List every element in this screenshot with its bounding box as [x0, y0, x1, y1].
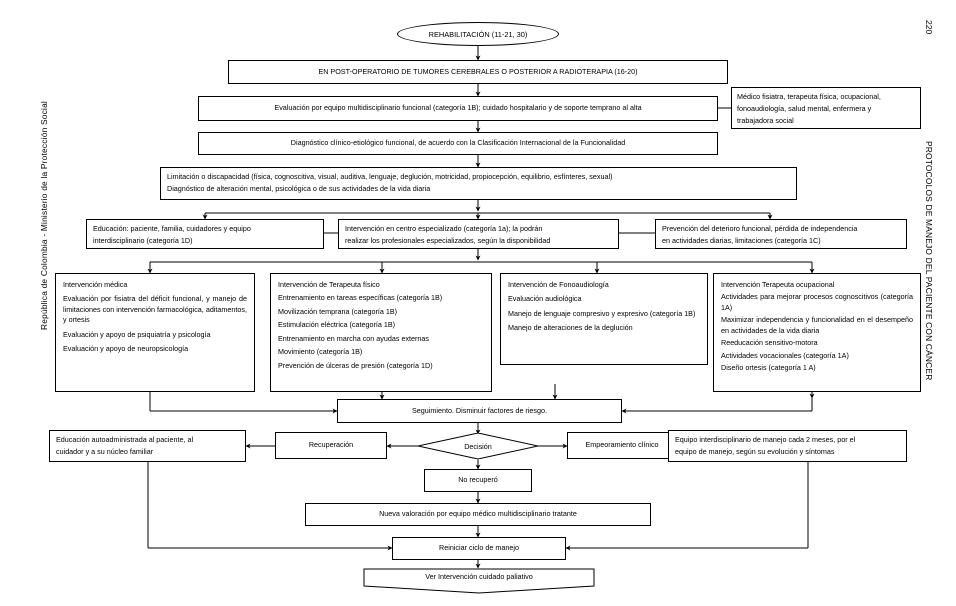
node-intervencion-medica-item-2: Evaluación y apoyo de neuropsicología: [63, 344, 189, 354]
node-limitacion[interactable]: Limitación o discapacidad (física, cogno…: [160, 167, 797, 200]
node-empeoramiento-clinico[interactable]: Empeoramiento clínico: [567, 432, 677, 459]
node-equipo-nota-line3: trabajadora social: [737, 115, 794, 125]
node-intervencion-fonoaudiologia[interactable]: Intervención de Fonoaudiología Evaluació…: [500, 273, 708, 365]
node-intervencion-medica-title: Intervención médica: [63, 280, 128, 289]
node-seguimiento[interactable]: Seguimiento. Disminuir factores de riesg…: [337, 399, 622, 423]
node-seguimiento-label: Seguimiento. Disminuir factores de riesg…: [411, 405, 548, 415]
node-equipo-interdisciplinario-line1: Equipo interdisciplinario de manejo cada…: [675, 435, 856, 444]
node-educacion-equipo-line2: interdisciplinario (categoría 1D): [93, 235, 193, 245]
node-intervencion-fonoaudiologia-title: Intervención de Fonoaudiología: [508, 280, 609, 289]
node-intervencion-terapeuta-fisico-item-5: Prevención de úlceras de presión (catego…: [278, 360, 433, 370]
node-intervencion-terapeuta-fisico-item-1: Movilización temprana (categoría 1B): [278, 306, 398, 316]
node-evaluacion-equipo-label: Evaluación por equipo multidisciplinario…: [274, 103, 642, 113]
node-intervencion-terapeuta-ocupacional[interactable]: Intervención Terapeuta ocupacional Activ…: [713, 273, 921, 392]
node-nueva-valoracion[interactable]: Nueva valoración por equipo médico multi…: [305, 503, 651, 526]
node-recuperacion-label: Recuperación: [308, 440, 354, 450]
node-intervencion-medica-item-0: Evaluación por fisiatra del déficit func…: [63, 294, 247, 325]
decision-diamond-shape: [417, 432, 539, 460]
node-centro-especializado-line1: Intervención en centro especializado (ca…: [345, 224, 543, 233]
node-intervencion-terapeuta-fisico-item-4: Movimiento (categoría 1B): [278, 347, 363, 357]
cuidado-paliativo-shape: [363, 568, 595, 594]
node-decision[interactable]: Decisión: [417, 432, 539, 460]
node-no-recupero[interactable]: No recuperó: [424, 469, 532, 492]
node-empeoramiento-clinico-label: Empeoramiento clínico: [585, 440, 659, 450]
node-educacion-autoadministrada[interactable]: Educación autoadministrada al paciente, …: [49, 430, 246, 462]
node-postoperatorio[interactable]: EN POST-OPERATORIO DE TUMORES CEREBRALES…: [228, 60, 728, 84]
node-limitacion-line2: Diagnóstico de alteración mental, psicol…: [167, 183, 431, 193]
node-educacion-equipo-line1: Educación: paciente, familia, cuidadores…: [93, 224, 251, 233]
node-educacion-equipo[interactable]: Educación: paciente, familia, cuidadores…: [86, 219, 324, 249]
node-intervencion-terapeuta-fisico-item-3: Entrenamiento en marcha con ayudas exter…: [278, 333, 430, 343]
node-intervencion-terapeuta-fisico[interactable]: Intervención de Terapeuta físico Entrena…: [270, 273, 492, 392]
node-diagnostico[interactable]: Diagnóstico clínico-etiológico funcional…: [198, 132, 718, 155]
node-intervencion-terapeuta-fisico-item-0: Entrenamiento en tareas específicas (cat…: [278, 293, 443, 303]
node-intervencion-terapeuta-ocupacional-item-1: Maximizar independencia y funcionalidad …: [721, 315, 913, 335]
node-reiniciar-ciclo-label: Reiniciar ciclo de manejo: [439, 543, 519, 553]
node-no-recupero-label: No recuperó: [458, 475, 498, 485]
node-prevencion-deterioro[interactable]: Prevención del deterioro funcional, pérd…: [655, 219, 907, 249]
node-reiniciar-ciclo[interactable]: Reiniciar ciclo de manejo: [392, 537, 566, 560]
node-intervencion-terapeuta-ocupacional-item-0: Actividades para mejorar procesos cognos…: [721, 292, 913, 312]
node-intervencion-terapeuta-fisico-item-2: Estimulación eléctrica (categoría 1B): [278, 320, 396, 330]
node-intervencion-terapeuta-ocupacional-item-3: Actividades vocacionales (categoría 1A): [721, 350, 849, 360]
node-intervencion-fonoaudiologia-item-1: Manejo de lenguaje compresivo y expresiv…: [508, 308, 696, 318]
node-diagnostico-label: Diagnóstico clínico-etiológico funcional…: [290, 138, 626, 148]
node-centro-especializado[interactable]: Intervención en centro especializado (ca…: [338, 219, 619, 249]
node-intervencion-medica-item-1: Evaluación y apoyo de psiquiatría y psic…: [63, 329, 211, 339]
node-equipo-nota-line2: fonoaudiología, salud mental, enfermera …: [737, 103, 872, 113]
node-prevencion-deterioro-line1: Prevención del deterioro funcional, pérd…: [662, 224, 858, 233]
page-number: 220: [924, 20, 934, 35]
node-intervencion-terapeuta-ocupacional-title: Intervención Terapeuta ocupacional: [721, 280, 835, 289]
node-equipo-interdisciplinario[interactable]: Equipo interdisciplinario de manejo cada…: [668, 430, 907, 462]
right-margin-text: PROTOCOLOS DE MANEJO DEL PACIENTE CON CÁ…: [924, 141, 934, 381]
node-intervencion-fonoaudiologia-item-2: Manejo de alteraciones de la deglución: [508, 323, 633, 333]
node-centro-especializado-line2: realizar los profesionales especializado…: [345, 236, 551, 246]
node-prevencion-deterioro-line2: en actividades diarias, limitaciones (ca…: [662, 235, 821, 245]
node-equipo-nota-line1: Médico fisiatra, terapeuta física, ocupa…: [737, 92, 881, 101]
node-intervencion-terapeuta-ocupacional-item-2: Reeducación sensitivo-motora: [721, 338, 818, 348]
node-nueva-valoracion-label: Nueva valoración por equipo médico multi…: [379, 509, 577, 519]
node-recuperacion[interactable]: Recuperación: [275, 432, 387, 459]
node-equipo-interdisciplinario-line2: equipo de manejo, según su evolución y s…: [675, 446, 835, 456]
node-intervencion-terapeuta-ocupacional-item-4: Diseño ortesis (categoría 1 A): [721, 363, 816, 373]
node-start[interactable]: REHABILITACIÓN (11-21, 30): [397, 22, 559, 46]
node-equipo-nota[interactable]: Médico fisiatra, terapeuta física, ocupa…: [731, 87, 921, 129]
node-educacion-autoadministrada-line1: Educación autoadministrada al paciente, …: [56, 435, 194, 444]
node-postoperatorio-label: EN POST-OPERATORIO DE TUMORES CEREBRALES…: [318, 66, 638, 76]
node-limitacion-line1: Limitación o discapacidad (física, cogno…: [167, 172, 613, 181]
node-educacion-autoadministrada-line2: cuidador y a su núcleo familiar: [56, 447, 154, 457]
node-start-label: REHABILITACIÓN (11-21, 30): [428, 29, 528, 39]
node-evaluacion-equipo[interactable]: Evaluación por equipo multidisciplinario…: [198, 96, 718, 121]
node-intervencion-medica[interactable]: Intervención médica Evaluación por fisia…: [55, 273, 255, 392]
node-intervencion-fonoaudiologia-item-0: Evaluación audiológica: [508, 294, 582, 304]
node-cuidado-paliativo[interactable]: Ver Intervención cuidado paliativo: [363, 568, 595, 594]
node-intervencion-terapeuta-fisico-title: Intervención de Terapeuta físico: [278, 280, 380, 289]
left-margin-text: República de Colombia - Ministerio de la…: [39, 101, 49, 330]
